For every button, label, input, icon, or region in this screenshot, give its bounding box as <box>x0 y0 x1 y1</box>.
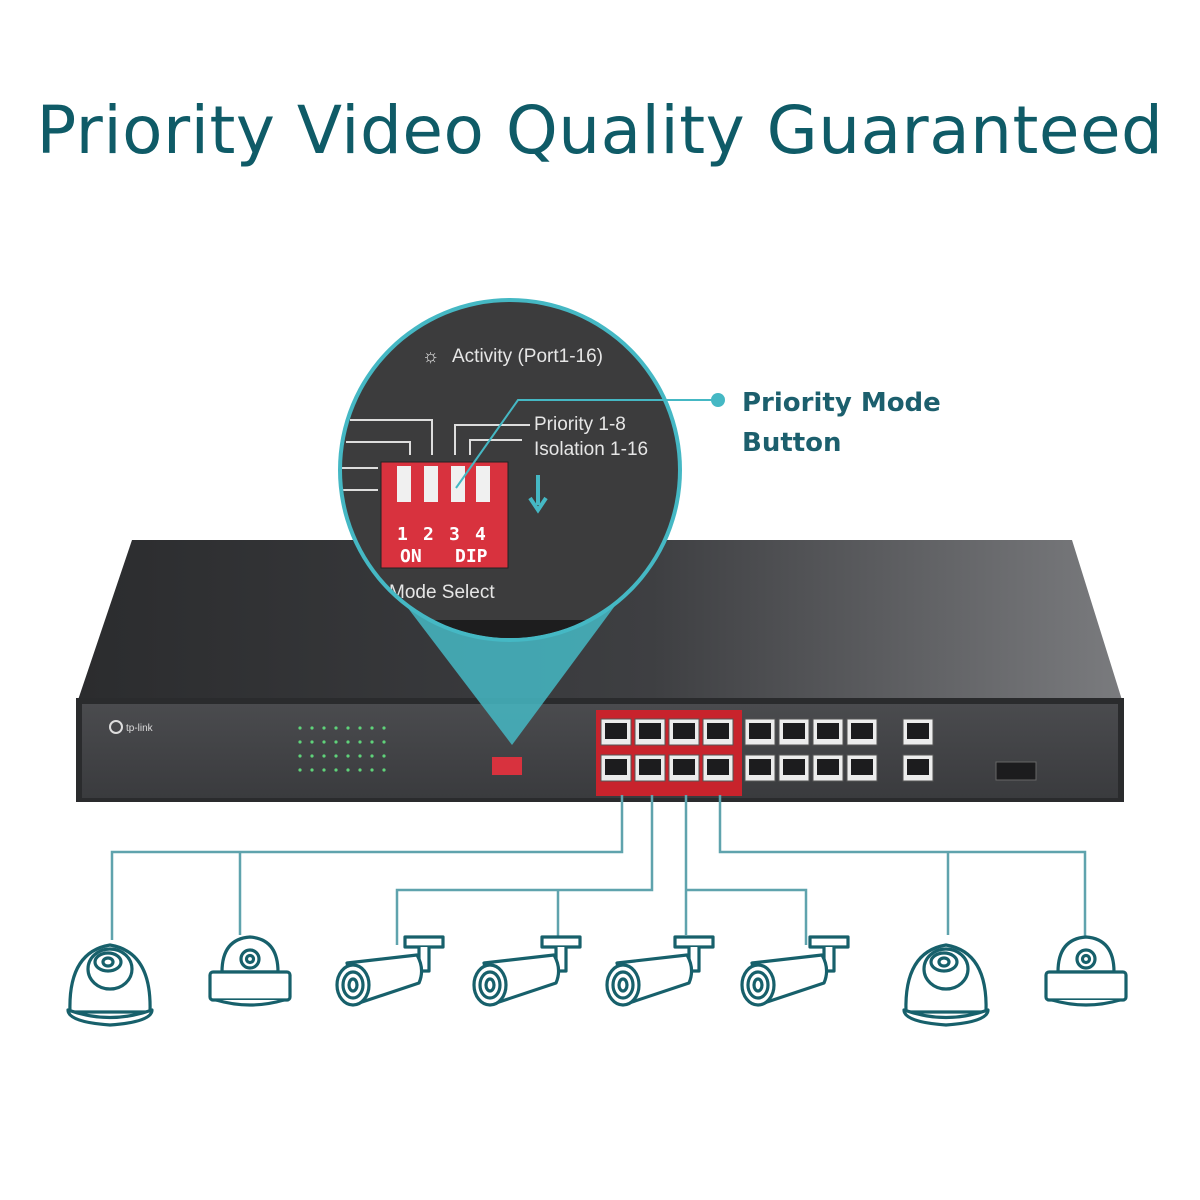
callout-line2: Button <box>742 428 842 458</box>
led <box>334 768 338 772</box>
led <box>346 726 350 730</box>
camera-row <box>66 935 1128 1027</box>
led <box>382 754 386 758</box>
led <box>370 740 374 744</box>
led <box>382 740 386 744</box>
dip-on-label: ON <box>400 546 422 567</box>
magnifier: Activity (Port1-16) ☼ Priority 1-8 Isola… <box>338 298 682 642</box>
led <box>370 726 374 730</box>
led <box>298 740 302 744</box>
activity-label: Activity (Port1-16) <box>452 346 603 367</box>
connection-lines <box>110 795 1087 945</box>
led <box>346 768 350 772</box>
ethernet-port[interactable] <box>702 754 734 782</box>
ethernet-port[interactable] <box>634 754 666 782</box>
mode-select-label: Mode Select <box>389 582 495 603</box>
dome-camera-icon <box>66 943 154 1027</box>
led <box>322 768 326 772</box>
led <box>310 768 314 772</box>
led <box>310 740 314 744</box>
dip-number: 2 <box>423 524 434 545</box>
tp-link-logo: tp-link <box>109 720 154 734</box>
ethernet-port[interactable] <box>812 718 844 746</box>
led <box>322 740 326 744</box>
isolation-label: Isolation 1-16 <box>534 439 648 460</box>
ethernet-port[interactable] <box>778 754 810 782</box>
uplink-port[interactable] <box>902 718 934 746</box>
dip-number: 4 <box>475 524 486 545</box>
led-grid <box>298 726 386 772</box>
ethernet-port[interactable] <box>702 718 734 746</box>
bullet-camera-icon <box>740 935 850 1007</box>
led <box>358 726 362 730</box>
dome-flat-camera-icon <box>1044 935 1128 1007</box>
bullet-camera-icon <box>472 935 582 1007</box>
dip-toggle-1[interactable] <box>397 466 411 502</box>
dip-switch[interactable]: 1 2 3 4 ON DIP <box>380 461 509 569</box>
led <box>382 768 386 772</box>
svg-text:tp-link: tp-link <box>126 723 154 734</box>
led <box>358 740 362 744</box>
led <box>382 726 386 730</box>
led <box>298 768 302 772</box>
port-array <box>600 718 934 782</box>
led <box>334 754 338 758</box>
led <box>346 754 350 758</box>
dip-number: 1 <box>397 524 408 545</box>
led <box>322 726 326 730</box>
led <box>358 754 362 758</box>
led <box>310 726 314 730</box>
ethernet-port[interactable] <box>846 718 878 746</box>
callout-dot <box>711 393 725 407</box>
led <box>310 754 314 758</box>
ethernet-port[interactable] <box>668 718 700 746</box>
led <box>334 726 338 730</box>
ethernet-port[interactable] <box>812 754 844 782</box>
led <box>298 754 302 758</box>
dip-toggle-2[interactable] <box>424 466 438 502</box>
ethernet-port[interactable] <box>600 754 632 782</box>
led <box>334 740 338 744</box>
dip-label: DIP <box>455 546 488 567</box>
dip-toggle-4[interactable] <box>476 466 490 502</box>
sfp-port <box>995 761 1037 781</box>
ethernet-port[interactable] <box>744 754 776 782</box>
led <box>358 768 362 772</box>
ethernet-port[interactable] <box>744 718 776 746</box>
led <box>322 754 326 758</box>
ethernet-port[interactable] <box>668 754 700 782</box>
led <box>370 768 374 772</box>
headline: Priority Video Quality Guaranteed <box>36 92 1164 169</box>
dome-camera-icon <box>902 943 990 1027</box>
led <box>298 726 302 730</box>
bullet-camera-icon <box>605 935 715 1007</box>
led <box>370 754 374 758</box>
ethernet-port[interactable] <box>778 718 810 746</box>
activity-icon: ☼ <box>422 346 439 367</box>
bullet-camera-icon <box>335 935 445 1007</box>
ethernet-port[interactable] <box>634 718 666 746</box>
priority-label: Priority 1-8 <box>534 414 626 435</box>
led <box>346 740 350 744</box>
dome-flat-camera-icon <box>208 935 292 1007</box>
callout-line1: Priority Mode <box>742 388 941 418</box>
callout-line <box>455 399 718 489</box>
arrow-down-icon <box>528 475 548 514</box>
dip-number: 3 <box>449 524 460 545</box>
ethernet-port[interactable] <box>846 754 878 782</box>
dip-switch-small[interactable] <box>492 757 522 775</box>
ethernet-port[interactable] <box>600 718 632 746</box>
uplink-port[interactable] <box>902 754 934 782</box>
